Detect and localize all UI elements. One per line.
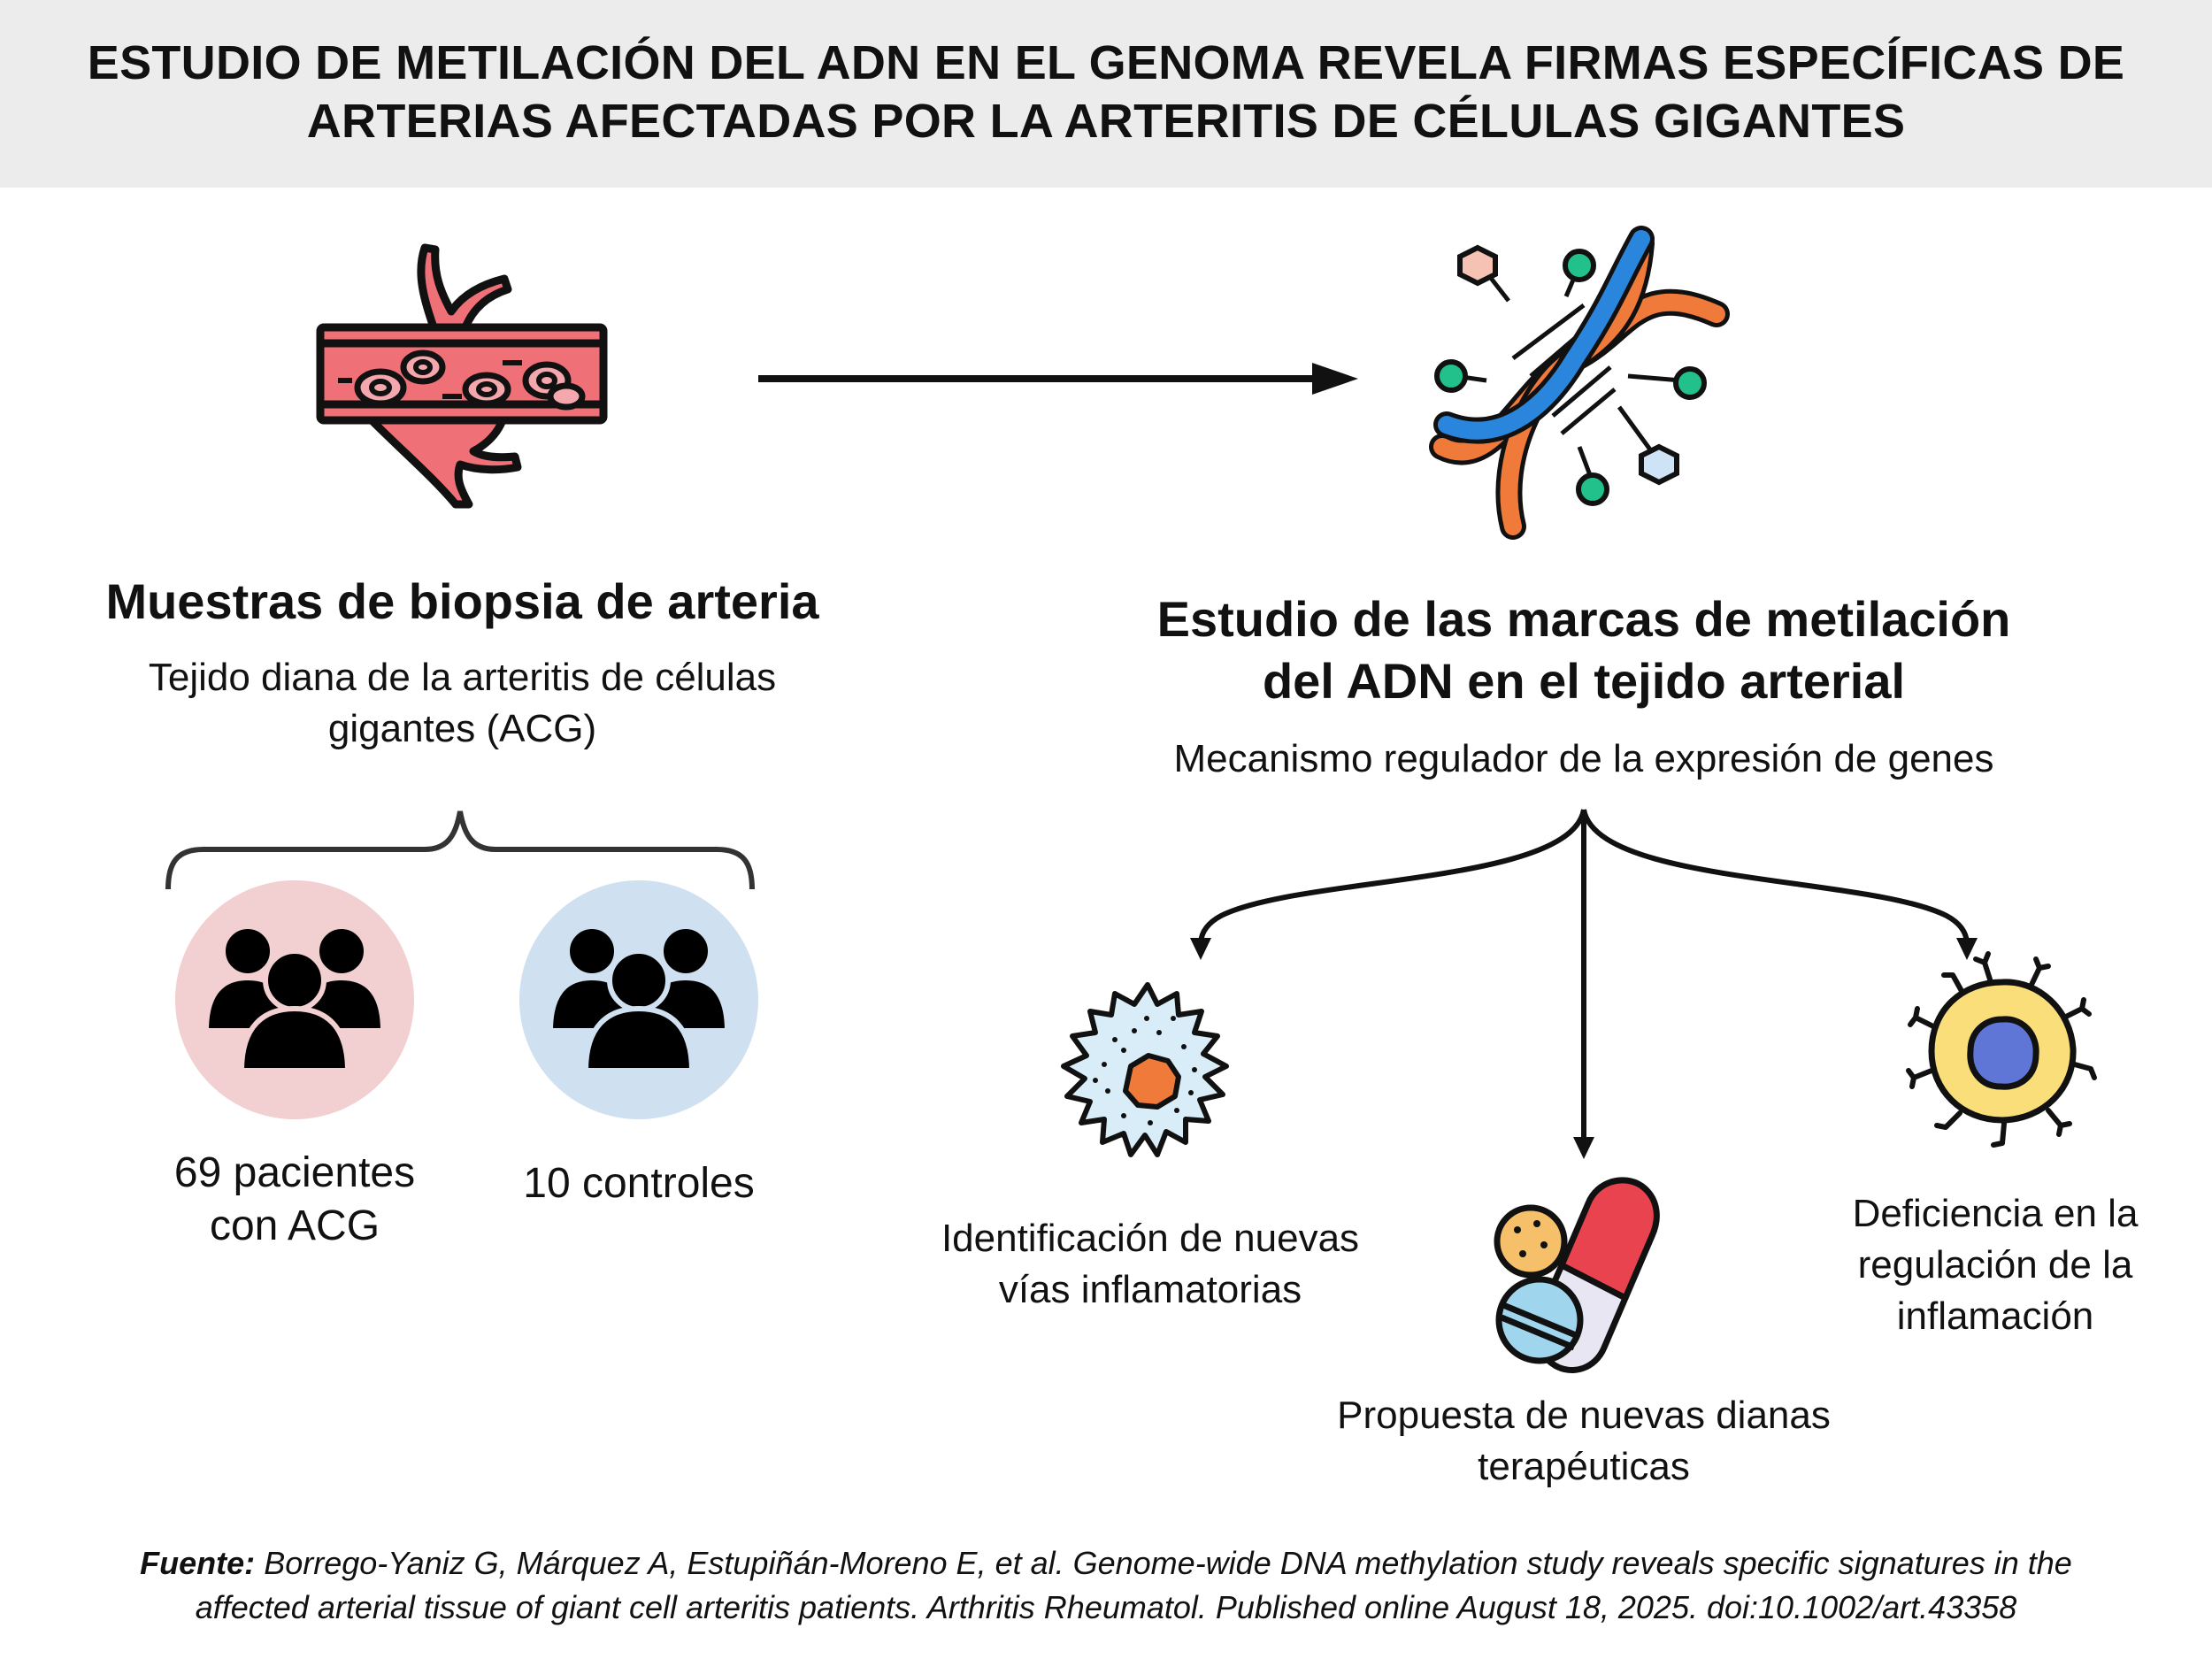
source-citation: Fuente: Borrego-Yaniz G, Márquez A, Estu… [0,1541,2212,1630]
right-heading-line-2: del ADN en el tejido arterial [1262,653,1906,709]
targets-label-line-1: Propuesta de nuevas dianas [1337,1394,1831,1437]
title-banner [0,0,2212,188]
dna-icon [1429,226,1730,540]
regulation-label-line-1: Deficiencia en la [1852,1192,2139,1235]
left-heading: Muestras de biopsia de arteria [105,573,819,629]
regulation-label-line-2: regulación de la [1857,1243,2133,1286]
left-subtitle-line-1: Tejido diana de la arteritis de células [148,656,777,699]
citation-label: Fuente: [140,1545,256,1581]
branch-arrows [1190,809,1978,1159]
patients-label-line-1: 69 pacientes [173,1149,416,1196]
inflammatory-cell-icon [1061,982,1229,1157]
pills-icon [1494,1177,1660,1373]
left-subtitle-line-2: gigantes (ACG) [327,707,597,750]
regulation-label-line-3: inflamación [1896,1294,2094,1338]
citation-text-1: Borrego-Yaniz G, Márquez A, Estupiñán-Mo… [264,1545,2072,1581]
people-group-icon [203,924,387,1073]
inflammatory-label-line-1: Identificación de nuevas [941,1217,1360,1260]
inflammatory-label-line-2: vías inflamatorias [998,1268,1302,1311]
flow-arrow [758,363,1358,395]
immune-cell-icon [1906,951,2097,1148]
patients-label-line-2: con ACG [209,1202,380,1249]
people-group-icon [547,924,731,1073]
title-line-2: ARTERIAS AFECTADAS POR LA ARTERITIS DE C… [306,95,1906,148]
group-brace [165,810,755,890]
targets-label-line-2: terapéuticas [1478,1445,1690,1488]
citation-text-2: affected arterial tissue of giant cell a… [195,1589,2017,1625]
citation-line-1: Fuente: Borrego-Yaniz G, Márquez A, Estu… [0,1541,2212,1586]
page-title: ESTUDIO DE METILACIÓN DEL ADN EN EL GENO… [0,34,2212,150]
right-heading-line-1: Estudio de las marcas de metilación [1156,591,2011,647]
right-subtitle: Mecanismo regulador de la expresión de g… [1173,737,1994,780]
controls-label: 10 controles [523,1160,755,1207]
artery-icon [316,243,608,509]
title-line-1: ESTUDIO DE METILACIÓN DEL ADN EN EL GENO… [87,36,2125,89]
